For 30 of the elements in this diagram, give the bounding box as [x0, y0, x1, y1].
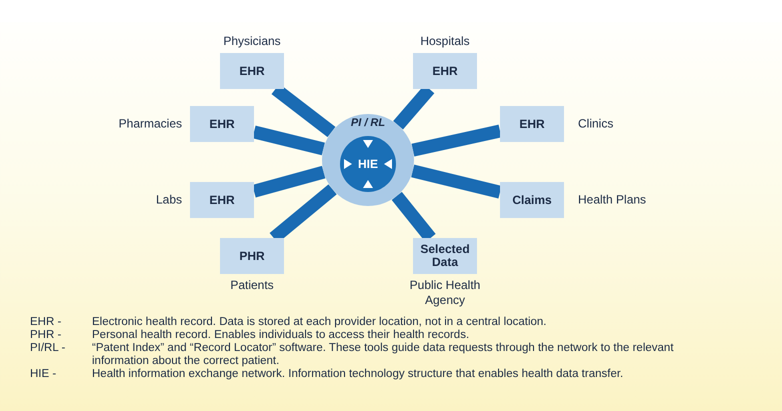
hub-label: HIE — [358, 156, 378, 173]
connector-bar — [411, 164, 502, 198]
glossary-definition: Personal health record. Enables individuals to access their health records. — [92, 329, 470, 342]
participant-label: Pharmacies — [118, 116, 182, 132]
connector-bar — [252, 166, 326, 198]
participant-label: Hospitals — [419, 34, 471, 49]
participant-label: Health Plans — [578, 192, 646, 208]
glossary-term: HIE - — [30, 368, 58, 381]
box-label: EHR — [208, 118, 236, 130]
glossary-term: PHR - — [30, 329, 62, 342]
connector-bar — [412, 124, 502, 156]
glossary-definition: “Patent Index” and “Record Locator” software. These tools guide data requests through the network to the relevant information about the correct patient. — [92, 342, 675, 368]
participant-label: Labs — [156, 192, 182, 208]
box-label: Selected Data — [419, 243, 471, 269]
connector-bar — [252, 126, 325, 156]
box-label: EHR — [518, 118, 546, 130]
box-label: Claims — [511, 194, 553, 206]
glossary-definition: Health information exchange network. Information technology structure that enables health data transfer. — [92, 368, 624, 381]
participant-label: Patients — [229, 278, 275, 293]
glossary-definition: Electronic health record. Data is stored at each provider location, not in a central location. — [92, 316, 548, 329]
box-label: EHR — [431, 64, 459, 78]
box-label: EHR — [238, 64, 266, 78]
participant-label: Public Health Agency — [408, 278, 482, 308]
participant-label: Clinics — [578, 116, 614, 132]
glossary-term: PI/RL - — [30, 342, 66, 356]
participant-label: Physicians — [222, 34, 282, 49]
ring-label: PI / RL — [350, 118, 386, 129]
box-label: PHR — [238, 250, 266, 262]
box-label: EHR — [208, 194, 236, 206]
glossary-term: EHR - — [30, 316, 62, 329]
